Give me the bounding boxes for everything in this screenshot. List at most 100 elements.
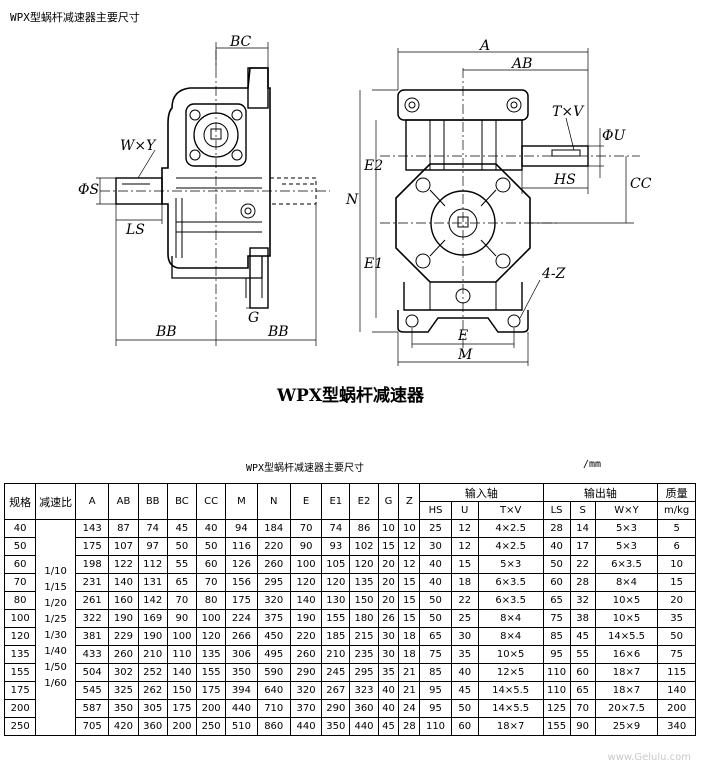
table-cell: 252: [137, 663, 168, 682]
table-cell: 70: [289, 519, 323, 538]
table-cell: 200: [196, 699, 227, 718]
table-cell: 45: [166, 519, 198, 538]
table-cell: 120: [349, 555, 379, 574]
table-cell: 250: [196, 717, 227, 736]
table-cell: 26: [377, 609, 400, 628]
table-cell: 28: [542, 519, 571, 538]
table-cell: 80: [196, 591, 227, 610]
table-cell: 97: [137, 537, 168, 556]
table-cell: 74: [137, 519, 168, 538]
table-cell: 70: [166, 591, 198, 610]
reducer-drawing: BC W×Y ΦS LS G BB BB A AB T×V ΦU HS CC E…: [78, 34, 652, 366]
header-ratio: 减速比: [35, 483, 76, 520]
label-hs: HS: [553, 172, 576, 188]
table-cell: 175: [225, 591, 258, 610]
table-cell: 220: [256, 537, 291, 556]
table-cell: 125: [542, 699, 571, 718]
table-cell: 266: [225, 627, 258, 646]
table-cell: 200: [657, 699, 696, 718]
table-cell: 120: [289, 573, 323, 592]
table-cell: 22: [569, 555, 596, 574]
table-cell: 45: [569, 627, 596, 646]
side-view: [96, 42, 330, 346]
table-cell: 6: [657, 537, 696, 556]
table-cell: 210: [137, 645, 168, 664]
table-cell: 28: [569, 573, 596, 592]
table-cell: 102: [349, 537, 379, 556]
table-cell: 220: [289, 627, 323, 646]
table-cell: 75: [419, 645, 452, 664]
header-row-1: 规格 减速比 A AB BB BC CC M N E E1 E2 G Z 输入轴…: [3, 483, 696, 520]
table-cell: 340: [657, 717, 696, 736]
table-cell: 150: [166, 681, 198, 700]
header-spec: 规格: [3, 483, 37, 520]
table-cell: 15: [398, 609, 421, 628]
table-cell: 4×2.5: [477, 537, 544, 556]
table-cell: 75: [657, 645, 696, 664]
table-cell: 60: [542, 573, 571, 592]
table-cell: 140: [657, 681, 696, 700]
table-cell: 260: [256, 555, 291, 574]
table-cell: 12×5: [477, 663, 544, 682]
table-cell: 100: [166, 627, 198, 646]
header-col: BC: [166, 483, 198, 520]
table-cell: 175: [74, 537, 110, 556]
table-cell: 70: [196, 573, 227, 592]
label-n: N: [345, 192, 359, 208]
table-cell: 18×7: [594, 663, 659, 682]
table-cell: 110: [166, 645, 198, 664]
table-cell: 210: [321, 645, 351, 664]
table-cell: 50: [419, 609, 452, 628]
table-cell: 50: [196, 537, 227, 556]
table-cell: 705: [74, 717, 110, 736]
table-cell: 360: [349, 699, 379, 718]
table-cell: 305: [137, 699, 168, 718]
table-cell: 74: [321, 519, 351, 538]
table-cell: 95: [419, 681, 452, 700]
table-cell: 710: [256, 699, 291, 718]
table-cell: 160: [108, 591, 139, 610]
table-cell: 12: [398, 555, 421, 574]
table-cell: 40: [377, 699, 400, 718]
label-e: E: [457, 328, 468, 344]
label-bc: BC: [229, 34, 252, 50]
table-cell: 190: [137, 627, 168, 646]
table-cell: 90: [166, 609, 198, 628]
table-cell: 261: [74, 591, 110, 610]
row-spec: 100: [3, 609, 37, 628]
table-cell: 105: [321, 555, 351, 574]
table-cell: 110: [419, 717, 452, 736]
label-wxy: W×Y: [120, 138, 157, 154]
table-cell: 22: [450, 591, 479, 610]
header-row-2: HS U T×V LS S W×Y m/kg: [5, 501, 696, 520]
table-cell: 25: [450, 609, 479, 628]
table-cell: 55: [569, 645, 596, 664]
row-spec: 40: [3, 519, 37, 538]
table-cell: 290: [321, 699, 351, 718]
header-output-col: S: [569, 501, 596, 520]
row-spec: 120: [3, 627, 37, 646]
table-cell: 245: [321, 663, 351, 682]
table-cell: 5×3: [594, 537, 659, 556]
table-cell: 860: [256, 717, 291, 736]
table-cell: 215: [349, 627, 379, 646]
table-cell: 155: [196, 663, 227, 682]
table-cell: 143: [74, 519, 110, 538]
table-cell: 10: [377, 519, 400, 538]
table-cell: 86: [349, 519, 379, 538]
label-bb-right: BB: [267, 324, 289, 340]
table-cell: 370: [289, 699, 323, 718]
product-title: WPX型蜗杆减速器: [276, 386, 425, 406]
header-input-shaft: 输入轴: [419, 483, 544, 502]
table-cell: 65: [542, 591, 571, 610]
label-cc: CC: [630, 176, 652, 192]
table-cell: 65: [166, 573, 198, 592]
table-cell: 120: [321, 573, 351, 592]
header-col: E1: [321, 483, 351, 520]
table-cell: 94: [225, 519, 258, 538]
table-cell: 155: [321, 609, 351, 628]
table-cell: 110: [542, 681, 571, 700]
header-mass: 质量: [657, 483, 696, 502]
